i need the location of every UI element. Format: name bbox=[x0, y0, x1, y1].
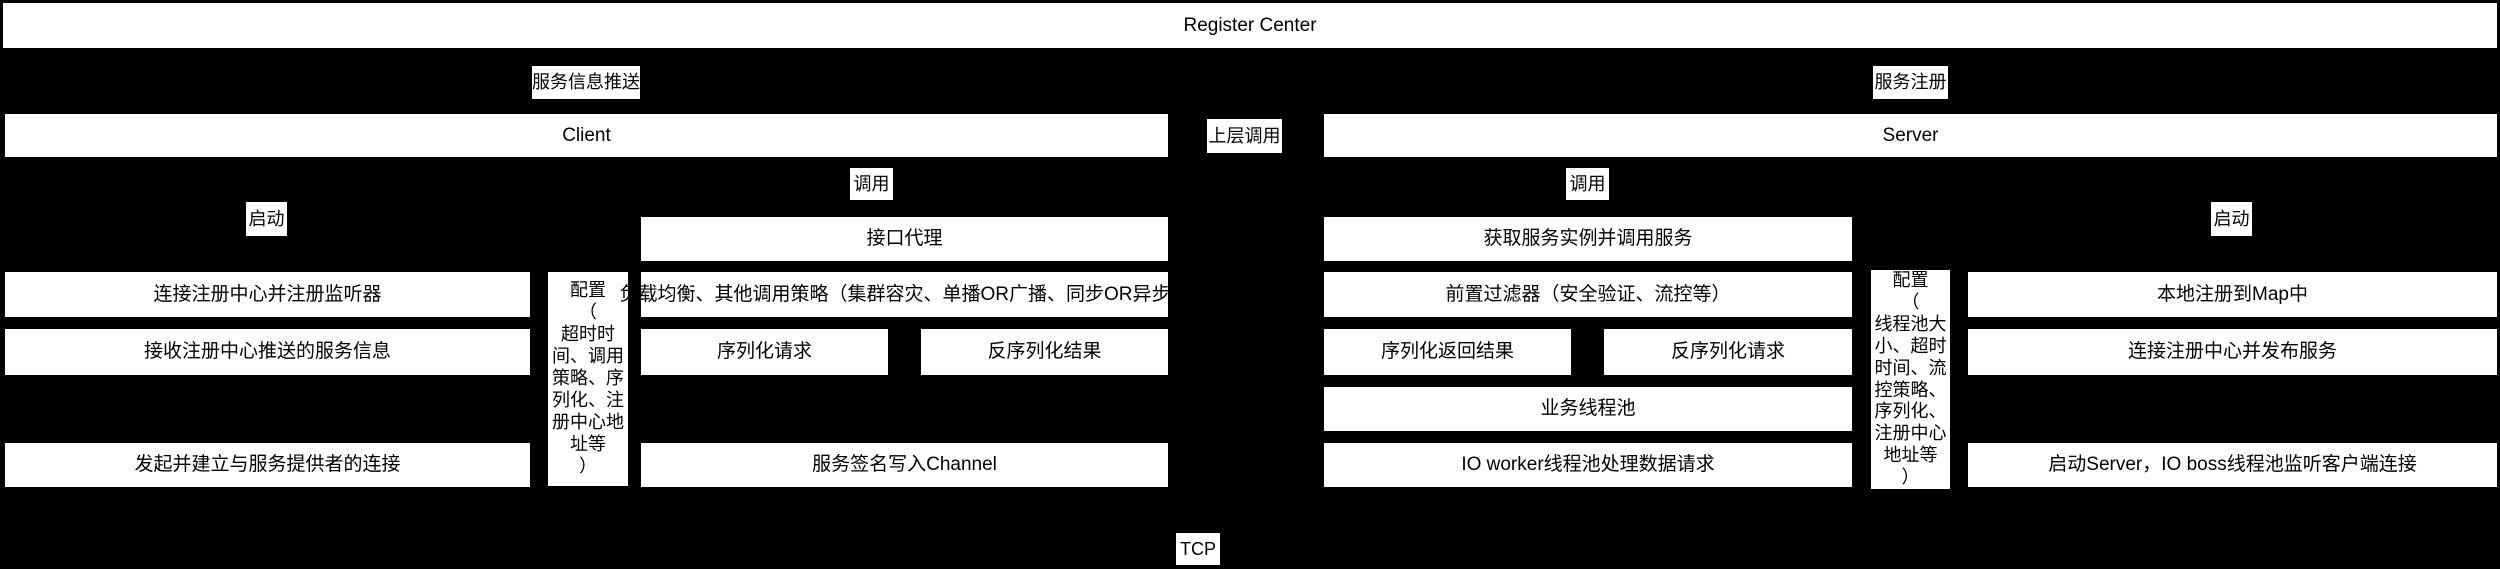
client-deserialize-result-box: 反序列化结果 bbox=[921, 329, 1168, 375]
server-config-box: 配置 （ 线程池大 小、超时 时间、流 控策略、 序列化、 注册中心 地址等 ） bbox=[1871, 270, 1950, 489]
server-io-worker-box: IO worker线程池处理数据请求 bbox=[1324, 443, 1852, 487]
server-get-instance-box: 获取服务实例并调用服务 bbox=[1324, 217, 1852, 261]
server-deserialize-request-box: 反序列化请求 bbox=[1604, 329, 1852, 375]
server-bar: Server bbox=[1324, 114, 2497, 157]
tcp-label: TCP bbox=[1176, 533, 1220, 565]
start-label-server: 启动 bbox=[2211, 202, 2252, 236]
client-connect-registry-box: 连接注册中心并注册监听器 bbox=[5, 272, 530, 317]
call-label-client: 调用 bbox=[850, 168, 893, 200]
server-connect-publish-box: 连接注册中心并发布服务 bbox=[1968, 329, 2497, 375]
service-info-push-label: 服务信息推送 bbox=[532, 66, 640, 99]
server-biz-thread-pool-box: 业务线程池 bbox=[1324, 387, 1852, 431]
service-register-label: 服务注册 bbox=[1873, 66, 1948, 99]
client-config-box: 配置 （ 超时时 间、调用 策略、序 列化、注 册中心地 址等 ） bbox=[548, 272, 628, 486]
client-bar: Client bbox=[5, 114, 1168, 157]
server-local-register-box: 本地注册到Map中 bbox=[1968, 272, 2497, 317]
start-label-client: 启动 bbox=[246, 202, 287, 236]
client-serialize-request-box: 序列化请求 bbox=[641, 329, 888, 375]
server-serialize-result-box: 序列化返回结果 bbox=[1324, 329, 1571, 375]
client-receive-push-box: 接收注册中心推送的服务信息 bbox=[5, 329, 530, 375]
server-pre-filter-box: 前置过滤器（安全验证、流控等） bbox=[1324, 272, 1852, 317]
client-load-balance-box: 负载均衡、其他调用策略（集群容灾、单播OR广播、同步OR异步） bbox=[620, 272, 1190, 317]
upper-call-label: 上层调用 bbox=[1207, 119, 1282, 153]
client-write-channel-box: 服务签名写入Channel bbox=[641, 443, 1168, 487]
call-label-server: 调用 bbox=[1566, 168, 1609, 200]
server-start-box: 启动Server，IO boss线程池监听客户端连接 bbox=[1968, 443, 2497, 487]
client-interface-proxy-box: 接口代理 bbox=[641, 217, 1168, 261]
client-connect-provider-box: 发起并建立与服务提供者的连接 bbox=[5, 443, 530, 487]
register-center-bar: Register Center bbox=[3, 3, 2497, 48]
